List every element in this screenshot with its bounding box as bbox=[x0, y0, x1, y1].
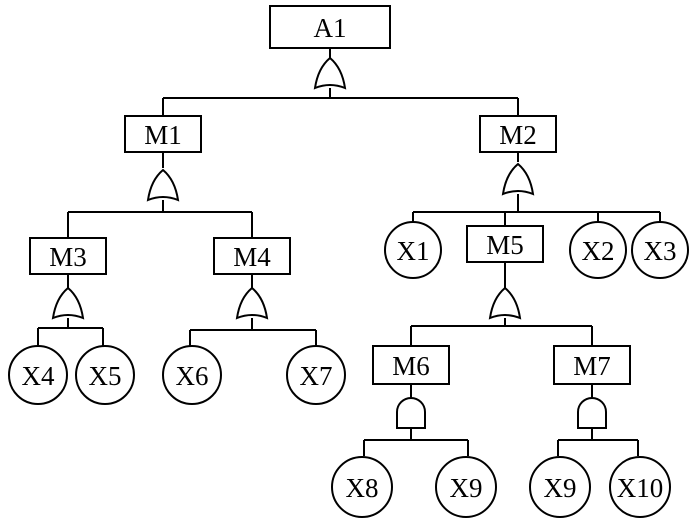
svg-text:X5: X5 bbox=[89, 361, 122, 391]
or-gate-icon bbox=[235, 286, 269, 320]
basic-event-x3: X3 bbox=[631, 221, 689, 279]
basic-event-x10: X10 bbox=[609, 456, 671, 518]
svg-text:M6: M6 bbox=[392, 351, 430, 381]
basic-event-x9-left: X9 bbox=[435, 456, 497, 518]
svg-text:M4: M4 bbox=[233, 242, 271, 272]
svg-text:M7: M7 bbox=[573, 351, 611, 381]
basic-event-x4: X4 bbox=[8, 345, 68, 405]
svg-text:M3: M3 bbox=[49, 242, 87, 272]
event-box-a1: A1 bbox=[269, 5, 391, 49]
basic-events: X1 X2 X3 X4 X5 X6 X7 X8 bbox=[8, 221, 689, 518]
event-box-m2: M2 bbox=[479, 115, 557, 153]
svg-text:M5: M5 bbox=[486, 230, 524, 260]
svg-text:X2: X2 bbox=[582, 236, 615, 266]
svg-text:X8: X8 bbox=[346, 473, 379, 503]
connector-lines bbox=[37, 48, 661, 456]
basic-event-x8: X8 bbox=[331, 456, 393, 518]
basic-event-x1: X1 bbox=[384, 221, 442, 279]
svg-text:X4: X4 bbox=[22, 361, 55, 391]
event-box-m1: M1 bbox=[124, 115, 202, 153]
svg-text:X1: X1 bbox=[397, 236, 430, 266]
svg-text:M1: M1 bbox=[144, 120, 182, 150]
event-box-m7: M7 bbox=[553, 345, 631, 385]
svg-text:X7: X7 bbox=[300, 361, 333, 391]
or-gate-icon bbox=[146, 168, 180, 202]
basic-event-x9-right: X9 bbox=[529, 456, 591, 518]
gates bbox=[51, 56, 607, 429]
svg-text:X6: X6 bbox=[176, 361, 209, 391]
event-box-m3: M3 bbox=[29, 237, 107, 275]
svg-text:X10: X10 bbox=[617, 473, 664, 503]
event-boxes: A1 M1 M2 M3 M4 M5 M6 M7 bbox=[29, 5, 631, 385]
basic-event-x7: X7 bbox=[286, 345, 346, 405]
basic-event-x2: X2 bbox=[569, 221, 627, 279]
or-gate-icon bbox=[501, 162, 535, 196]
svg-text:A1: A1 bbox=[314, 13, 347, 43]
event-box-m5: M5 bbox=[466, 225, 544, 263]
or-gate-icon bbox=[488, 286, 522, 320]
or-gate-icon bbox=[313, 56, 347, 90]
basic-event-x6: X6 bbox=[162, 345, 222, 405]
basic-event-x5: X5 bbox=[75, 345, 135, 405]
or-gate-icon bbox=[51, 286, 85, 320]
and-gate-icon bbox=[396, 397, 426, 429]
svg-text:X3: X3 bbox=[644, 236, 677, 266]
event-box-m4: M4 bbox=[213, 237, 291, 275]
svg-text:X9: X9 bbox=[544, 473, 577, 503]
and-gate-icon bbox=[577, 397, 607, 429]
svg-text:M2: M2 bbox=[499, 120, 537, 150]
svg-text:X9: X9 bbox=[450, 473, 483, 503]
event-box-m6: M6 bbox=[372, 345, 450, 385]
